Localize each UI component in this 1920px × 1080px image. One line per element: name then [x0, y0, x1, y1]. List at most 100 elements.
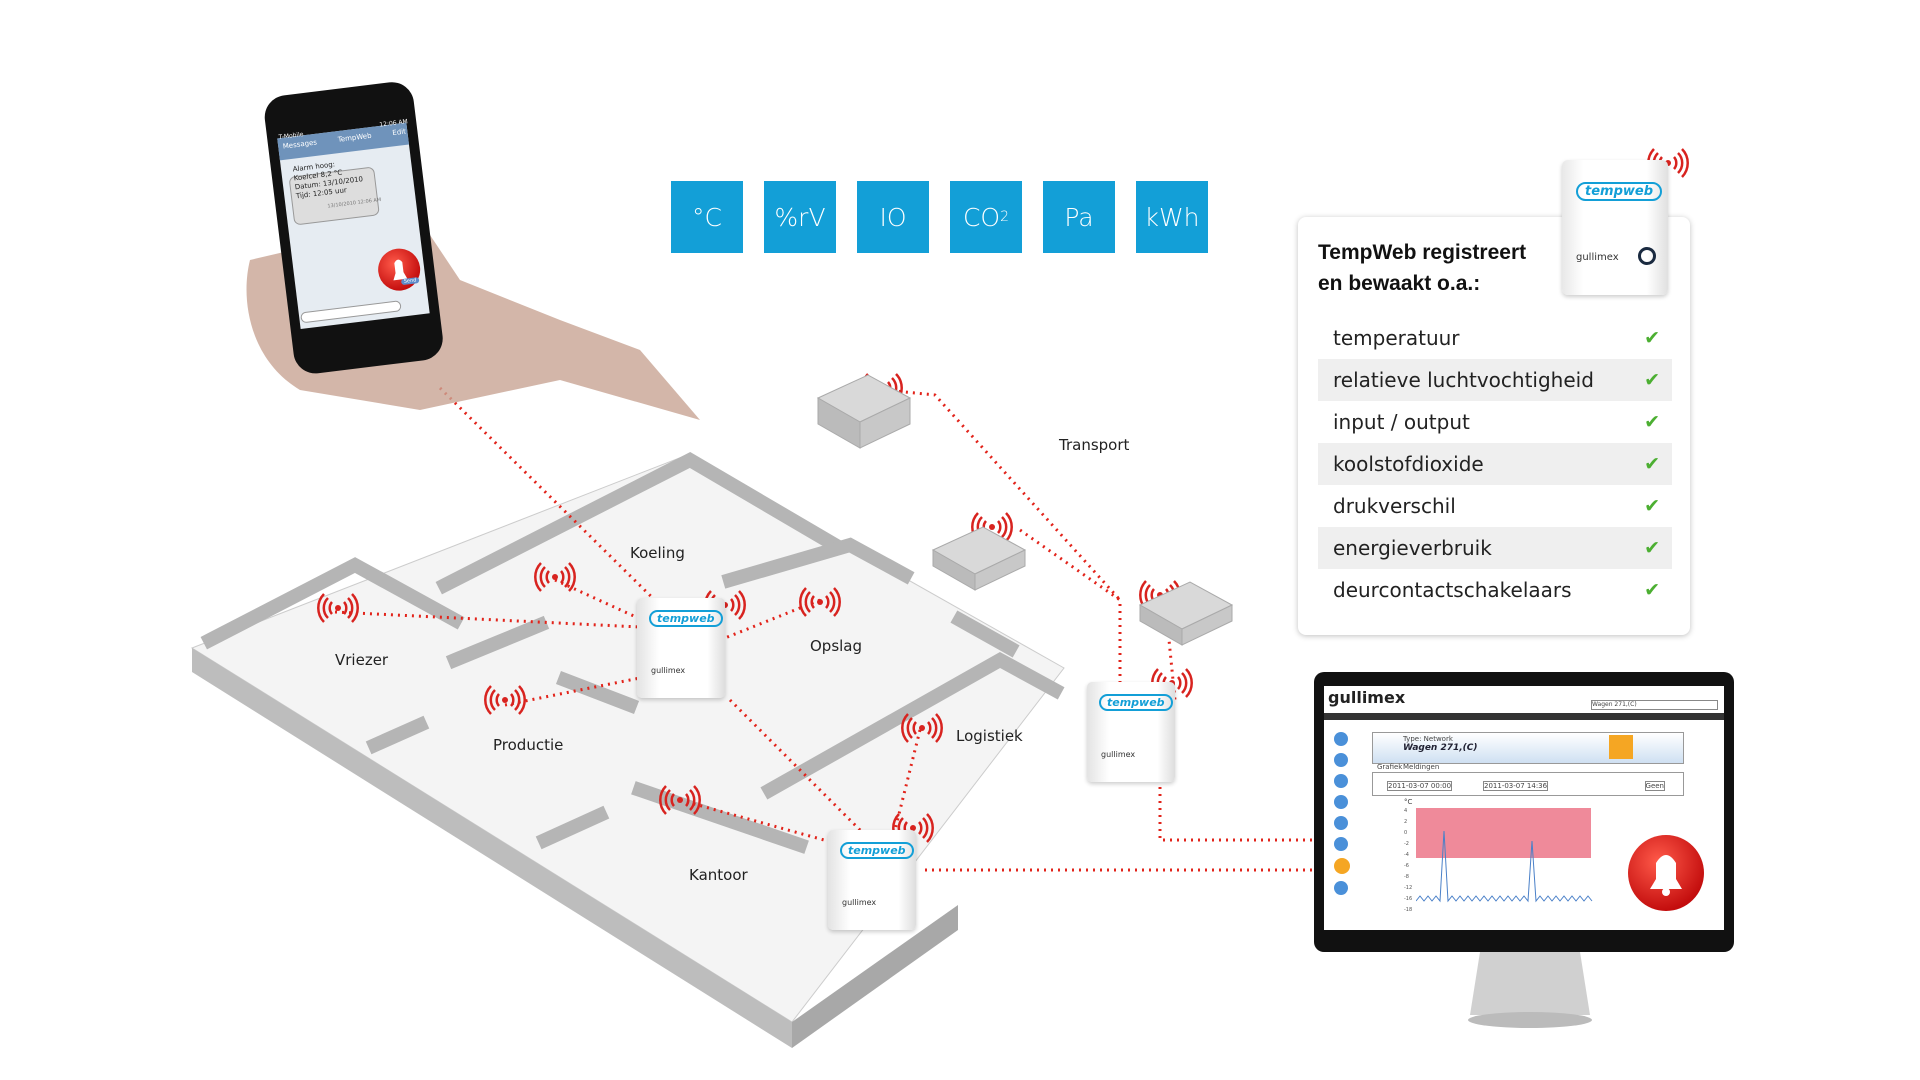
tempweb-logo: tempweb [1576, 182, 1663, 201]
y-tick: -4 [1404, 852, 1409, 858]
monitor: gullimex Wagen 271,(C) Type: Network Wag… [1314, 672, 1734, 952]
feature-label: temperatuur [1333, 326, 1460, 350]
chart-unit: °C [1404, 798, 1413, 806]
alarm-bell-icon [1628, 835, 1704, 911]
room-label-koeling: Koeling [630, 544, 685, 562]
y-tick: 4 [1404, 808, 1408, 814]
hand-holding-phone [246, 82, 700, 420]
monitor-stand [1468, 952, 1592, 1028]
filter-bar: Grafiek Meldingen 2011-03-07 00:00 2011-… [1372, 763, 1684, 796]
room-label-transport: Transport [1059, 436, 1130, 454]
floor-plan [190, 452, 1065, 1048]
y-tick: -8 [1404, 874, 1409, 880]
temperature-chart [1416, 808, 1593, 903]
date-from-input[interactable]: 2011-03-07 00:00 [1387, 781, 1453, 791]
room-label-opslag: Opslag [810, 637, 863, 655]
room-label-productie: Productie [493, 736, 564, 754]
feature-item: temperatuur ✔ [1318, 317, 1672, 359]
node-type: Type: Network [1403, 735, 1453, 743]
feature-label: energieverbruik [1333, 536, 1492, 560]
users-icon[interactable] [1334, 837, 1348, 851]
y-tick: -18 [1404, 907, 1413, 913]
check-icon: ✔ [1644, 579, 1660, 601]
gullimex-logo: gullimex [1576, 252, 1619, 263]
check-icon: ✔ [1644, 327, 1660, 349]
phone-screen: T-Mobile 12:06 AM Messages TempWeb Edit … [278, 118, 427, 298]
tempweb-device: tempweb gullimex [637, 598, 725, 698]
transport-trucks [816, 374, 1234, 646]
room-label-logistiek: Logistiek [956, 727, 1023, 745]
badge-label: Pa [1064, 202, 1094, 232]
card-title: TempWeb registreert en bewaakt o.a.: [1318, 237, 1526, 299]
date-to-input[interactable]: 2011-03-07 14:36 [1483, 781, 1549, 791]
tempweb-logo: tempweb [840, 842, 914, 859]
feature-item: relatieve luchtvochtigheid ✔ [1318, 359, 1672, 401]
settings-icon[interactable] [1334, 881, 1348, 895]
tempweb-logo: tempweb [1099, 694, 1173, 711]
feature-item: drukverschil ✔ [1318, 485, 1672, 527]
home-icon[interactable] [1334, 732, 1348, 746]
check-icon: ✔ [1644, 369, 1660, 391]
y-tick: -12 [1404, 885, 1413, 891]
phone-back-button[interactable]: Messages [282, 138, 318, 151]
badge-label: CO [962, 202, 1001, 232]
device-icon[interactable] [1334, 774, 1348, 788]
temperature-series [1416, 830, 1593, 903]
phone-edit-button[interactable]: Edit [391, 127, 407, 138]
phone-title: TempWeb [337, 131, 372, 144]
power-button-icon [1638, 247, 1656, 265]
unit-badge-energy: kWh [1136, 181, 1208, 253]
badge-label: IO [879, 202, 907, 232]
card-title-line: TempWeb registreert [1318, 241, 1527, 264]
feature-label: relatieve luchtvochtigheid [1333, 368, 1594, 392]
check-icon: ✔ [1644, 537, 1660, 559]
gullimex-logo: gullimex [1328, 688, 1406, 707]
y-tick: -16 [1404, 896, 1413, 902]
tab-meldingen[interactable]: Meldingen [1403, 763, 1440, 771]
chart-icon[interactable] [1334, 753, 1348, 767]
tempweb-dashboard-screen: gullimex Wagen 271,(C) Type: Network Wag… [1324, 686, 1724, 930]
unit-badge-io: IO [857, 181, 929, 253]
node-selector[interactable]: Wagen 271,(C) [1591, 700, 1718, 710]
sidebar-icons [1334, 732, 1354, 895]
network-icon[interactable] [1334, 858, 1350, 874]
alarm-band [1416, 808, 1591, 858]
interval-select[interactable]: Geen [1644, 781, 1665, 791]
feature-item: deurcontactschakelaars ✔ [1318, 569, 1672, 611]
y-tick: 0 [1404, 830, 1408, 836]
tempweb-device: tempweb gullimex [828, 830, 916, 930]
feature-label: drukverschil [1333, 494, 1456, 518]
feature-item: energieverbruik ✔ [1318, 527, 1672, 569]
y-tick: -6 [1404, 863, 1409, 869]
gullimex-logo: gullimex [842, 898, 877, 907]
tempweb-device: tempweb gullimex [1087, 682, 1175, 782]
gullimex-logo: gullimex [651, 666, 686, 675]
card-title-line: en bewaakt o.a.: [1318, 272, 1481, 295]
node-header: Type: Network Wagen 271,(C) [1372, 732, 1684, 764]
room-label-kantoor: Kantoor [689, 866, 748, 884]
feature-label: deurcontactschakelaars [1333, 578, 1572, 602]
badge-label: kWh [1144, 202, 1200, 232]
badge-subscript: 2 [1000, 209, 1010, 225]
unit-badge-pressure: Pa [1043, 181, 1115, 253]
badge-label: °C [692, 202, 722, 232]
y-tick: 2 [1404, 819, 1408, 825]
room-label-vriezer: Vriezer [335, 651, 389, 669]
feature-item: input / output✔ [1318, 401, 1672, 443]
node-name: Wagen 271,(C) [1403, 743, 1478, 753]
tempweb-device: tempweb gullimex [1562, 160, 1668, 295]
gullimex-logo: gullimex [1101, 750, 1136, 759]
badge-label: %rV [774, 202, 826, 232]
tab-grafiek[interactable]: Grafiek [1377, 763, 1403, 771]
unit-badge-humidity: %rV [764, 181, 836, 253]
alarm-icon[interactable] [1334, 795, 1348, 809]
sms-message: Alarm hoog: Koelcel 8,2 °C Datum: 13/10/… [292, 151, 415, 201]
tempweb-logo: tempweb [649, 610, 723, 627]
feature-item: koolstofdioxide✔ [1318, 443, 1672, 485]
feature-label: input / output [1333, 410, 1470, 434]
check-icon: ✔ [1644, 495, 1660, 517]
search-icon[interactable] [1334, 816, 1348, 830]
unit-badge-temperature: °C [671, 181, 743, 253]
